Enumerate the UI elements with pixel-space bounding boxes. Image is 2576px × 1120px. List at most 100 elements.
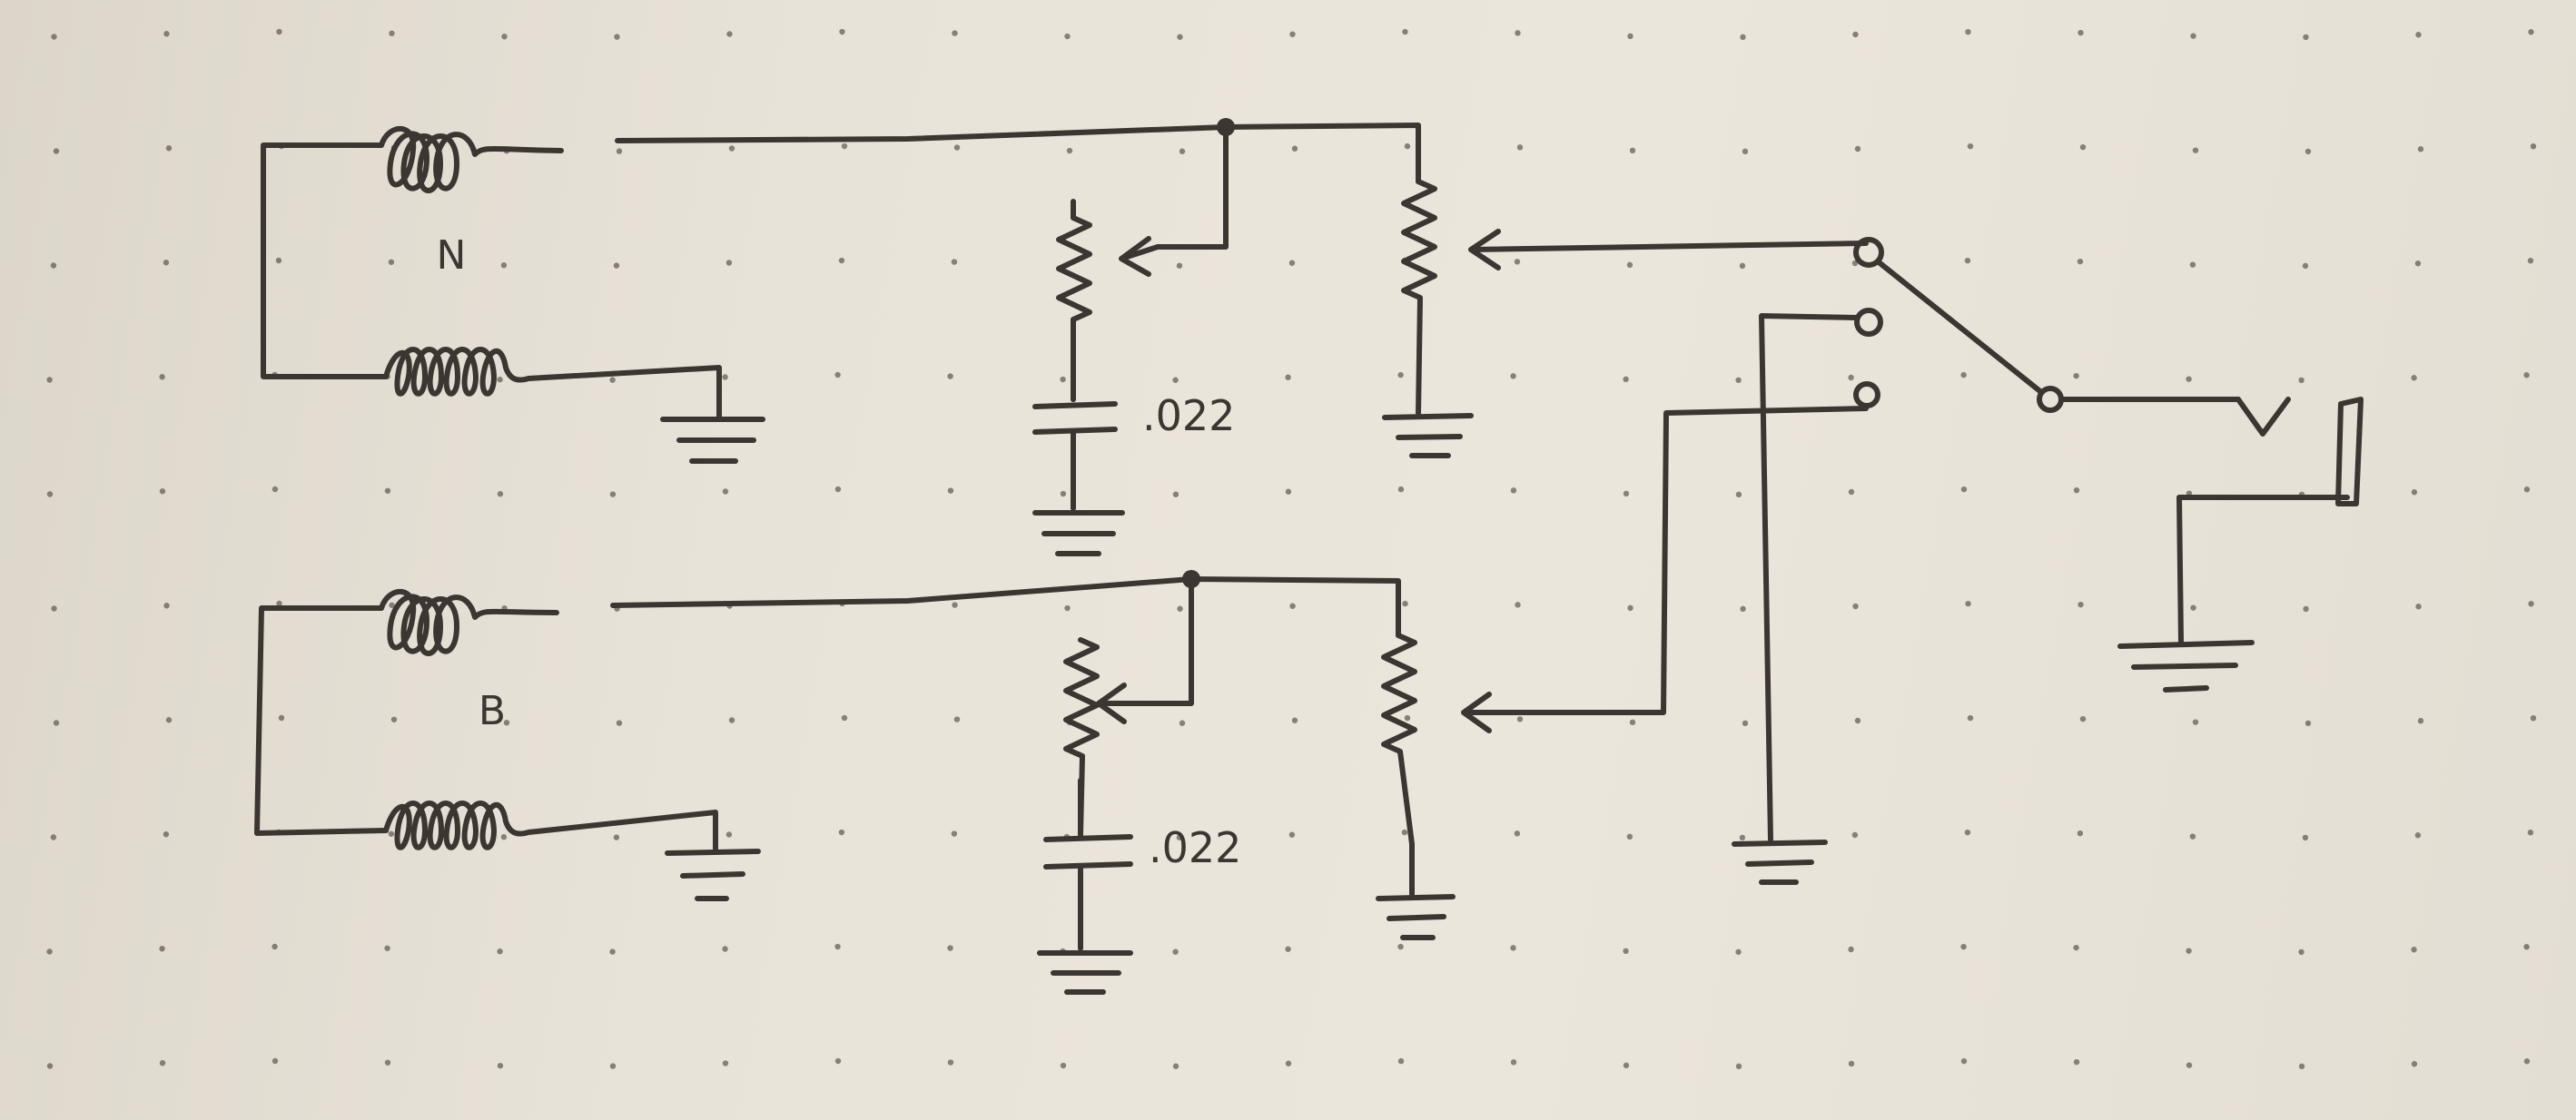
grid-dot (1623, 490, 1630, 497)
grid-dot (1402, 28, 1408, 35)
grid-dot (1739, 262, 1746, 270)
grid-dot (50, 262, 57, 269)
selector-switch (1759, 237, 2064, 842)
grid-dot (1740, 34, 1746, 41)
neck-upper-coil (379, 125, 564, 193)
grid-dot (497, 491, 504, 497)
grid-dot (2190, 33, 2196, 39)
grid-dot (1848, 374, 1854, 381)
grid-dot (159, 1060, 166, 1066)
bridge-tone-ground-icon (1037, 950, 1133, 995)
grid-dot (1176, 834, 1183, 840)
grid-dot (2298, 377, 2305, 384)
bridge-volume-resistor-icon (1381, 633, 1417, 897)
neck-pickup: N (261, 125, 722, 422)
grid-dot (2192, 719, 2199, 725)
grid-dot (722, 946, 728, 952)
grid-dot (1064, 604, 1071, 612)
grid-dot (1623, 948, 1629, 955)
neck-volume-pot (1382, 179, 1869, 458)
neck-pickup-label: N (437, 232, 467, 279)
grid-dot (839, 28, 845, 35)
grid-dot (2192, 147, 2199, 153)
grid-dot (1960, 371, 1967, 378)
grid-dot (947, 1059, 954, 1066)
grid-dot (1735, 491, 1742, 498)
grid-dot (500, 262, 508, 269)
grid-dot (1623, 1062, 1630, 1069)
grid-dot (728, 717, 735, 723)
grid-dot (388, 830, 395, 837)
grid-dot (46, 1063, 54, 1069)
grid-dot (2079, 143, 2087, 151)
grid-dot (1851, 831, 1859, 839)
grid-dot (2417, 146, 2424, 152)
grid-dot (497, 1063, 504, 1069)
grid-dot (838, 257, 845, 264)
grid-dot (163, 603, 170, 609)
grid-dot (1735, 948, 1742, 956)
grid-dot (725, 831, 733, 838)
grid-dot (384, 945, 390, 951)
grid-dot (276, 28, 282, 35)
bridge-tone-pot (1063, 576, 1194, 838)
grid-dot (1510, 945, 1516, 951)
grid-dot (1397, 943, 1404, 950)
grid-dot (952, 30, 958, 36)
grid-dot (1404, 714, 1411, 722)
bridge-upper-coil (379, 588, 559, 656)
grid-dot (2078, 601, 2084, 608)
grid-dot (1177, 605, 1183, 612)
neck-cap-value: .022 (1142, 391, 1235, 440)
grid-dot (953, 144, 961, 151)
grid-dot (50, 834, 57, 840)
grid-dot (1623, 376, 1629, 383)
grid-dot (1510, 373, 1516, 379)
grid-dot (609, 948, 616, 955)
grid-dot (1960, 1057, 1968, 1065)
bridge-tone-arrow-icon (1096, 683, 1127, 724)
grid-dot (2527, 258, 2534, 264)
grid-dot (725, 260, 733, 266)
grid-dot (384, 487, 391, 494)
grid-dot (163, 31, 170, 37)
grid-dot (163, 831, 170, 838)
grid-dot (497, 948, 503, 955)
grid-dot (501, 34, 508, 40)
grid-dot (1289, 603, 1296, 609)
grid-dot (1965, 28, 1971, 35)
grid-dot (2411, 1061, 2418, 1067)
switch-ground-icon (1732, 840, 1828, 885)
grid-dot (1172, 1063, 1179, 1069)
grid-dot (609, 1063, 617, 1069)
grid-dot (46, 948, 53, 955)
grid-dot (1060, 490, 1067, 497)
grid-dot (2303, 605, 2309, 613)
neck-pickup-ground-icon (660, 417, 765, 464)
grid-dot (2527, 830, 2534, 836)
grid-dot (838, 829, 845, 836)
grid-dot (1848, 946, 1854, 953)
grid-dot (616, 148, 623, 154)
grid-dot (2523, 372, 2530, 378)
grid-dot (841, 714, 848, 722)
grid-dot (2305, 720, 2312, 727)
grid-dot (1514, 259, 1521, 265)
grid-dot (1401, 829, 1408, 836)
grid-dot (1397, 371, 1404, 378)
grid-dot (1285, 374, 1291, 380)
grid-dot (1285, 946, 1291, 952)
grid-dot (2415, 32, 2422, 38)
neck-tone-capacitor-icon: .022 (1032, 324, 1235, 511)
grid-dot (1515, 30, 1521, 36)
grid-dot (1288, 831, 1296, 838)
grid-dot (2305, 148, 2312, 155)
grid-dot (275, 257, 282, 264)
grid-dot (271, 1057, 279, 1065)
output-jack-icon (2058, 397, 2364, 645)
grid-dot (1172, 377, 1179, 383)
grid-dot (1514, 830, 1521, 837)
grid-dot (2298, 948, 2305, 956)
grid-dot (1627, 33, 1633, 40)
grid-dot (616, 720, 623, 726)
